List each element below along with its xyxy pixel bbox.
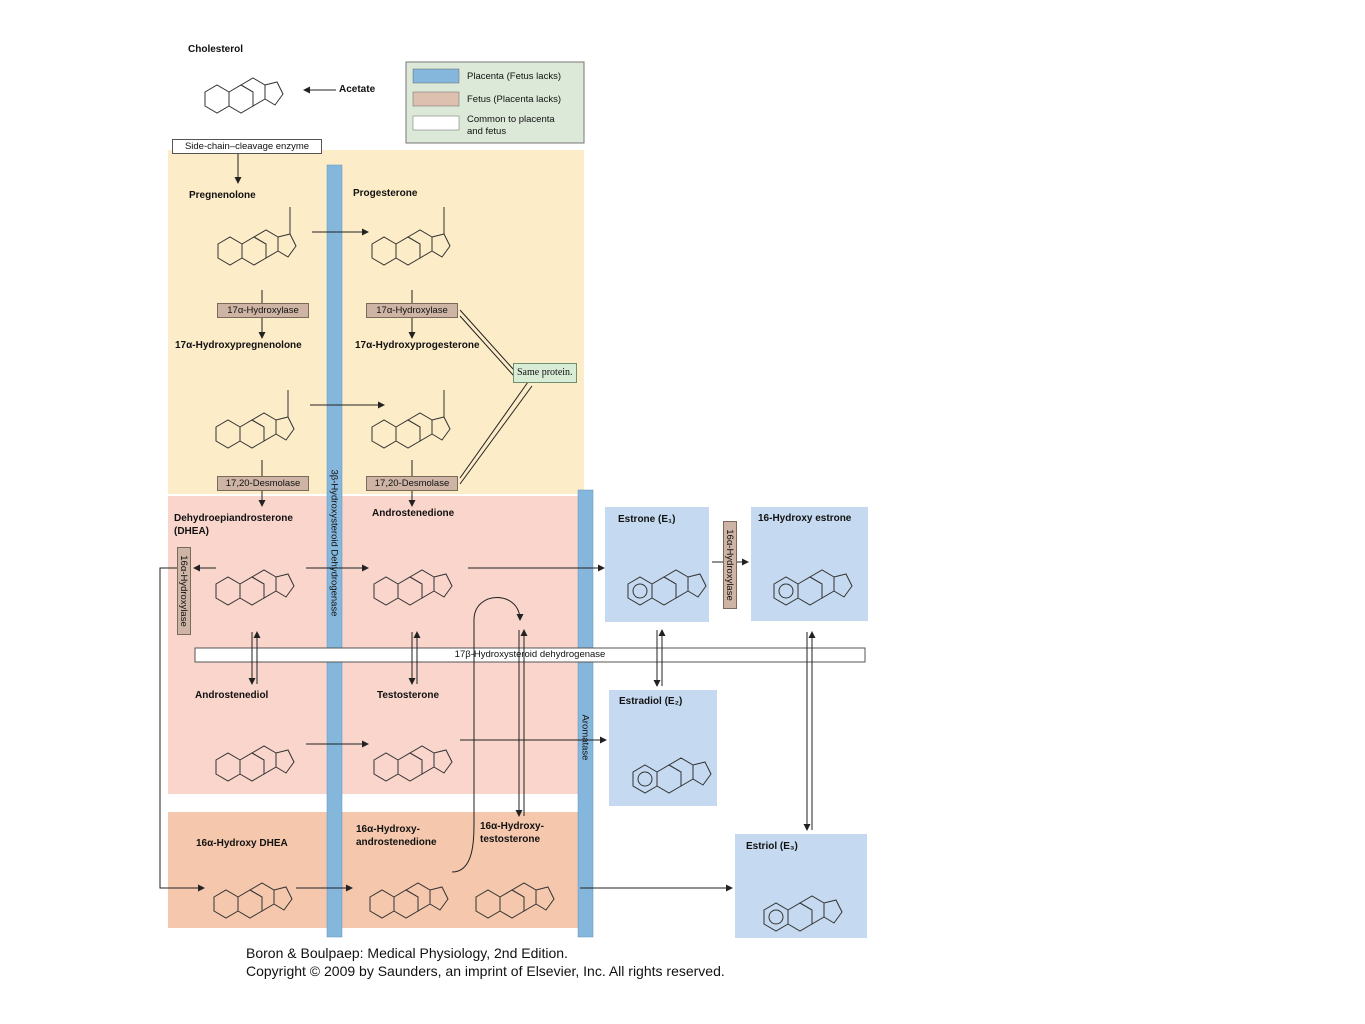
label-dhea-2: (DHEA) [174, 526, 209, 537]
hsd3b-label: 3β-Hydroxysteroid Dehydrogenase [328, 469, 340, 617]
label-dhea-1: Dehydroepiandrosterone [174, 513, 293, 524]
hsd17b-bar [194, 647, 866, 663]
hydroxy-estrone-structure [773, 569, 853, 606]
estradiol-box [609, 690, 717, 806]
label-cholesterol: Cholesterol [188, 44, 244, 55]
arrow-loop-to-ohdhea [159, 567, 205, 892]
label-oh-androstenedione-2: androstenedione [356, 837, 437, 848]
pregnenolone-structure [217, 207, 297, 266]
enzyme-16a-hydroxylase-left: 16α-Hydroxylase [177, 547, 191, 635]
enzyme-17a-hydroxylase-right: 17α-Hydroxylase [366, 303, 458, 318]
estradiol-structure [632, 757, 712, 794]
legend-placenta-label: Placenta (Fetus lacks) [467, 71, 561, 82]
same-protein-note: Same protein. [513, 363, 577, 383]
label-oh-estrone: 16-Hydroxy estrone [758, 513, 852, 524]
cholesterol-structure [204, 77, 284, 114]
progesterone-structure [371, 207, 451, 266]
aromatase-label: Aromatase [579, 714, 591, 761]
fetus-region-pink [168, 496, 580, 794]
enzyme-desmolase-left: 17,20-Desmolase [217, 476, 309, 491]
legend-common-label-1: Common to placenta [467, 114, 555, 125]
label-pregnenolone: Pregnenolone [189, 190, 256, 201]
oh-progesterone-structure [371, 390, 451, 449]
label-estriol: Estriol (E₃) [746, 841, 798, 852]
estriol-structure [763, 895, 843, 932]
legend-swatch-fetus [412, 91, 460, 107]
label-estrone: Estrone (E₁) [618, 514, 676, 525]
label-acetate: Acetate [339, 84, 376, 95]
label-oh-testosterone-1: 16α-Hydroxy- [480, 821, 544, 832]
enzyme-side-chain-cleavage: Side-chain–cleavage enzyme [172, 139, 322, 154]
aromatase-bar [577, 489, 594, 938]
label-progesterone: Progesterone [353, 188, 418, 199]
label-oh-pregnenolone: 17α-Hydroxypregnenolone [175, 340, 302, 351]
fetus-region-yellow [168, 150, 584, 494]
credit-line-2: Copyright © 2009 by Saunders, an imprint… [246, 963, 725, 979]
label-testosterone: Testosterone [377, 690, 440, 701]
label-androstenedione: Androstenedione [372, 508, 455, 519]
oh-pregnenolone-structure [215, 390, 295, 449]
legend-swatch-common [412, 115, 460, 131]
credit-line-1: Boron & Boulpaep: Medical Physiology, 2n… [246, 945, 568, 961]
legend-fetus-label: Fetus (Placenta lacks) [467, 94, 561, 105]
legend-common-label-2: and fetus [467, 126, 507, 137]
legend-swatch-placenta [412, 68, 460, 84]
label-oh-androstenedione-1: 16α-Hydroxy- [356, 824, 420, 835]
hsd17b-label: 17β-Hydroxysteroid dehydrogenase [454, 649, 606, 660]
estrone-box [605, 507, 709, 622]
arrow-ohandro-loop [451, 597, 524, 873]
fetus-region-orange [168, 812, 580, 928]
estriol-box [735, 834, 867, 938]
label-oh-dhea: 16α-Hydroxy DHEA [196, 838, 288, 849]
enzyme-17a-hydroxylase-left: 17α-Hydroxylase [217, 303, 309, 318]
label-estradiol: Estradiol (E₂) [619, 696, 683, 707]
hydroxy-estrone-box [751, 507, 868, 621]
label-oh-testosterone-2: testosterone [480, 834, 541, 845]
label-oh-progesterone: 17α-Hydroxyprogesterone [355, 340, 480, 351]
estrone-structure [627, 569, 707, 606]
enzyme-desmolase-right: 17,20-Desmolase [366, 476, 458, 491]
enzyme-16a-hydroxylase-right: 16α-Hydroxylase [723, 521, 737, 609]
label-androstenediol: Androstenediol [195, 690, 269, 701]
